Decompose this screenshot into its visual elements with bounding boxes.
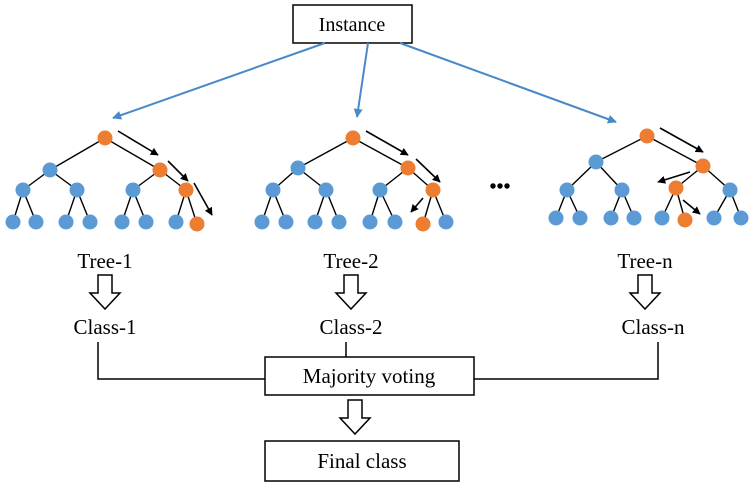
decision-path-arrow	[117, 130, 159, 156]
tree-node	[572, 210, 588, 226]
decision-path-node	[425, 182, 441, 198]
down-arrow-icon	[334, 274, 368, 311]
tree-node	[318, 182, 334, 198]
tree-node	[362, 214, 378, 230]
decision-path-arrow	[415, 158, 441, 183]
tree-edge	[49, 137, 106, 171]
connector-class-n	[474, 342, 659, 380]
down-arrow-icon	[338, 399, 372, 436]
decision-path-arrow	[657, 171, 691, 184]
down-arrow-icon	[88, 274, 122, 311]
tree-edge	[297, 137, 354, 169]
class-1-label: Class-1	[74, 315, 137, 339]
tree-node	[114, 214, 130, 230]
tree-node	[588, 154, 604, 170]
decision-path-node	[639, 128, 655, 144]
class-n-label: Class-n	[622, 315, 686, 339]
decision-path-arrow	[167, 160, 189, 182]
majority-voting-label: Majority voting	[303, 364, 436, 388]
tree-node	[82, 214, 98, 230]
tree-node	[307, 214, 323, 230]
voting-connectors	[97, 342, 659, 380]
class-2-label: Class-2	[320, 315, 383, 339]
tree-node	[706, 210, 722, 226]
tree-node	[654, 210, 670, 226]
tree-node	[28, 214, 44, 230]
down-arrow-icon	[628, 274, 662, 311]
instance-arrow-1	[112, 42, 326, 120]
tree-node	[614, 182, 630, 198]
decision-path-arrow	[365, 130, 409, 156]
decision-path-node	[400, 160, 416, 176]
decision-path-arrow	[410, 197, 424, 213]
tree-node	[278, 214, 294, 230]
tree-1-label: Tree-1	[77, 249, 132, 273]
decision-path-node	[97, 130, 113, 146]
decision-path-node	[189, 216, 205, 232]
connector-class-1	[97, 342, 265, 380]
tree-node	[722, 182, 738, 198]
tree-node	[372, 182, 388, 198]
tree-node	[15, 182, 31, 198]
tree-n	[548, 127, 749, 228]
tree-node	[168, 214, 184, 230]
instance-arrow-2	[353, 42, 369, 118]
tree-node	[438, 214, 454, 230]
tree-n-label: Tree-n	[617, 249, 673, 273]
tree-node	[69, 182, 85, 198]
tree-node	[254, 214, 270, 230]
instance-arrows	[112, 42, 617, 124]
tree-node	[559, 182, 575, 198]
decision-path-node	[677, 212, 693, 228]
instance-box: Instance	[292, 4, 413, 44]
tree-edge	[352, 137, 409, 169]
tree-node	[548, 210, 564, 226]
decision-path-arrow	[659, 127, 704, 153]
decision-path-arrow	[193, 182, 213, 216]
instance-label: Instance	[319, 14, 386, 36]
tree-node	[626, 210, 642, 226]
tree-node	[265, 182, 281, 198]
final-class-label: Final class	[317, 449, 406, 473]
decision-path-arrow	[682, 199, 701, 215]
decision-path-node	[668, 180, 684, 196]
tree-node	[125, 182, 141, 198]
final-class-box: Final class	[264, 440, 460, 482]
tree-node	[603, 210, 619, 226]
tree-node	[138, 214, 154, 230]
tree-node	[58, 214, 74, 230]
decision-path-node	[415, 216, 431, 232]
decision-path-node	[695, 158, 711, 174]
ellipsis: •••	[489, 176, 510, 198]
tree-2	[254, 130, 454, 232]
tree-node	[42, 162, 58, 178]
tree-node	[387, 214, 403, 230]
decision-path-node	[345, 130, 361, 146]
tree-node	[733, 210, 749, 226]
tree-edge	[104, 137, 161, 171]
decision-path-node	[152, 162, 168, 178]
tree-edge	[646, 135, 704, 167]
tree-node	[331, 214, 347, 230]
majority-voting-box: Majority voting	[264, 356, 475, 396]
instance-arrow-n	[399, 42, 617, 124]
decision-path-node	[178, 182, 194, 198]
tree-2-label: Tree-2	[323, 249, 378, 273]
tree-1	[5, 130, 213, 232]
tree-node	[5, 214, 21, 230]
tree-edge	[595, 135, 648, 163]
tree-node	[290, 160, 306, 176]
